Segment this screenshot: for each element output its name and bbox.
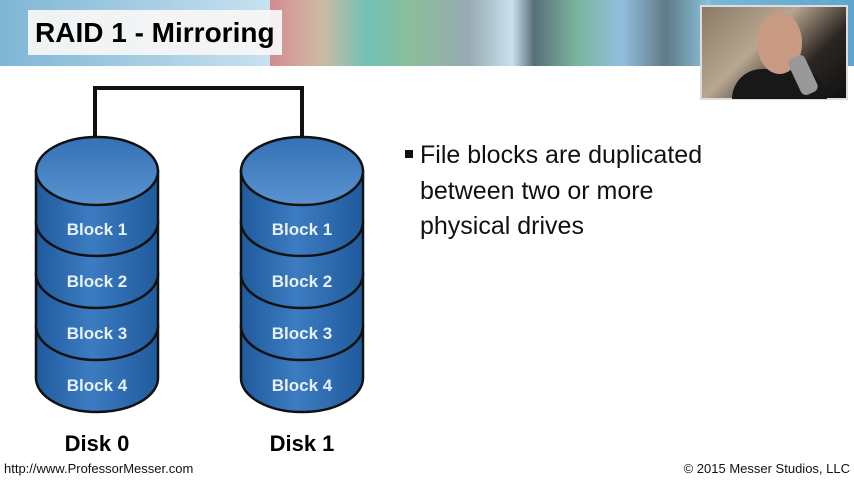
disk-label: Disk 0 (65, 431, 130, 456)
disk-0: Block 1 Block 2 Block 3 Block 4 Disk 0 (34, 135, 160, 456)
presenter-webcam (700, 5, 848, 100)
block-label: Block 1 (67, 220, 127, 239)
disk-top (34, 135, 160, 207)
mirror-connector-line (93, 86, 304, 137)
block-label: Block 4 (272, 376, 333, 395)
block-label: Block 2 (67, 272, 127, 291)
block-label: Block 3 (67, 324, 127, 343)
bullet-item: File blocks are duplicated between two o… (405, 138, 745, 245)
footer-copyright: © 2015 Messer Studios, LLC (683, 461, 850, 476)
disk-1: Block 1 Block 2 Block 3 Block 4 Disk 1 (239, 135, 365, 456)
footer-website: http://www.ProfessorMesser.com (4, 461, 194, 476)
title-box: RAID 1 - Mirroring (28, 10, 282, 55)
slide-title: RAID 1 - Mirroring (35, 16, 275, 48)
block-label: Block 3 (272, 324, 332, 343)
disk-label: Disk 1 (270, 431, 335, 456)
block-label: Block 4 (67, 376, 128, 395)
bullet-list: File blocks are duplicated between two o… (405, 138, 745, 245)
bullet-text: File blocks are duplicated between two o… (420, 141, 703, 240)
block-label: Block 2 (272, 272, 332, 291)
disk-top (239, 135, 365, 207)
bullet-square-icon (405, 150, 413, 158)
travel-collage-image (270, 0, 710, 66)
block-label: Block 1 (272, 220, 332, 239)
